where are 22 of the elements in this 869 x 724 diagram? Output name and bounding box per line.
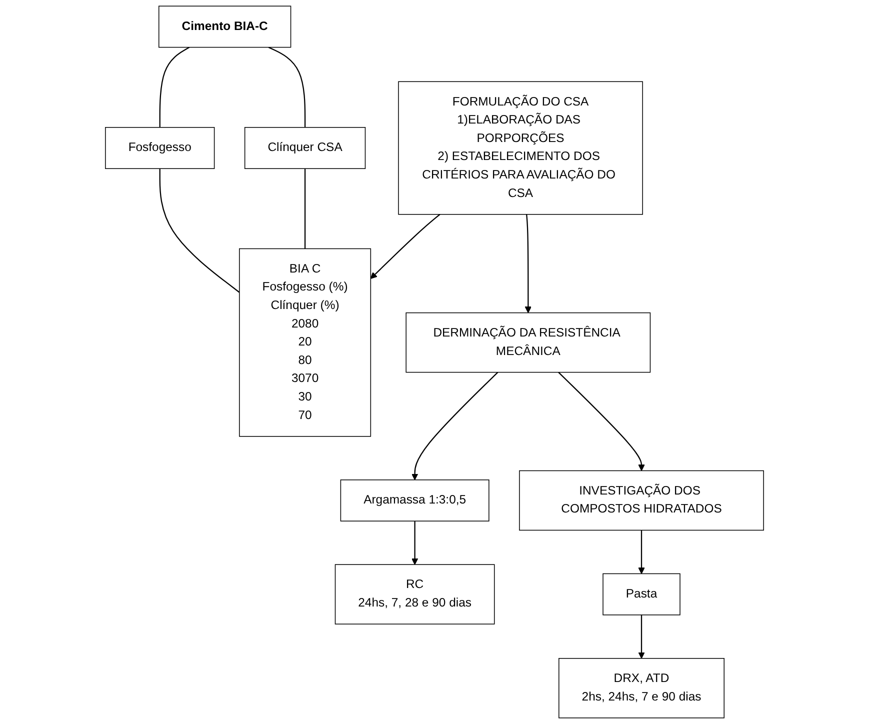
node-box: DERMINAÇÃO DA RESISTÊNCIA MECÂNICA — [406, 312, 651, 373]
node-box: Pasta — [602, 573, 680, 616]
node-box: FORMULAÇÃO DO CSA 1)ELABORAÇÃO DAS PORPORÇÕES 2) ESTABELECIMENTO DOS CRITÉRIOS PARA AVALIAÇÃO DO CSA — [398, 81, 643, 215]
arrow — [524, 214, 532, 314]
arrow — [411, 372, 498, 480]
node-box: Argamassa 1:3:0,5 — [340, 479, 490, 522]
arrow — [370, 214, 440, 279]
connector — [159, 46, 190, 128]
arrow — [638, 614, 645, 659]
node-box: BIA C Fosfogesso (%) Clínquer (%) 2080 20 80 3070 30 70 — [239, 248, 372, 437]
arrow — [558, 372, 645, 472]
arrow — [638, 530, 645, 574]
arrow — [411, 521, 418, 565]
node-box: DRX, ATD 2hs, 24hs, 7 e 90 dias — [558, 658, 724, 718]
node-box: RC 24hs, 7, 28 e 90 dias — [334, 564, 495, 624]
connector — [268, 46, 306, 128]
connector — [304, 168, 306, 249]
node-box: Cimento BIA-C — [158, 6, 292, 48]
node-box: Fosfogesso — [105, 127, 215, 169]
node-box: Clínquer CSA — [244, 127, 366, 169]
connector — [159, 168, 240, 293]
node-box: INVESTIGAÇÃO DOS COMPOSTOS HIDRATADOS — [519, 470, 764, 531]
